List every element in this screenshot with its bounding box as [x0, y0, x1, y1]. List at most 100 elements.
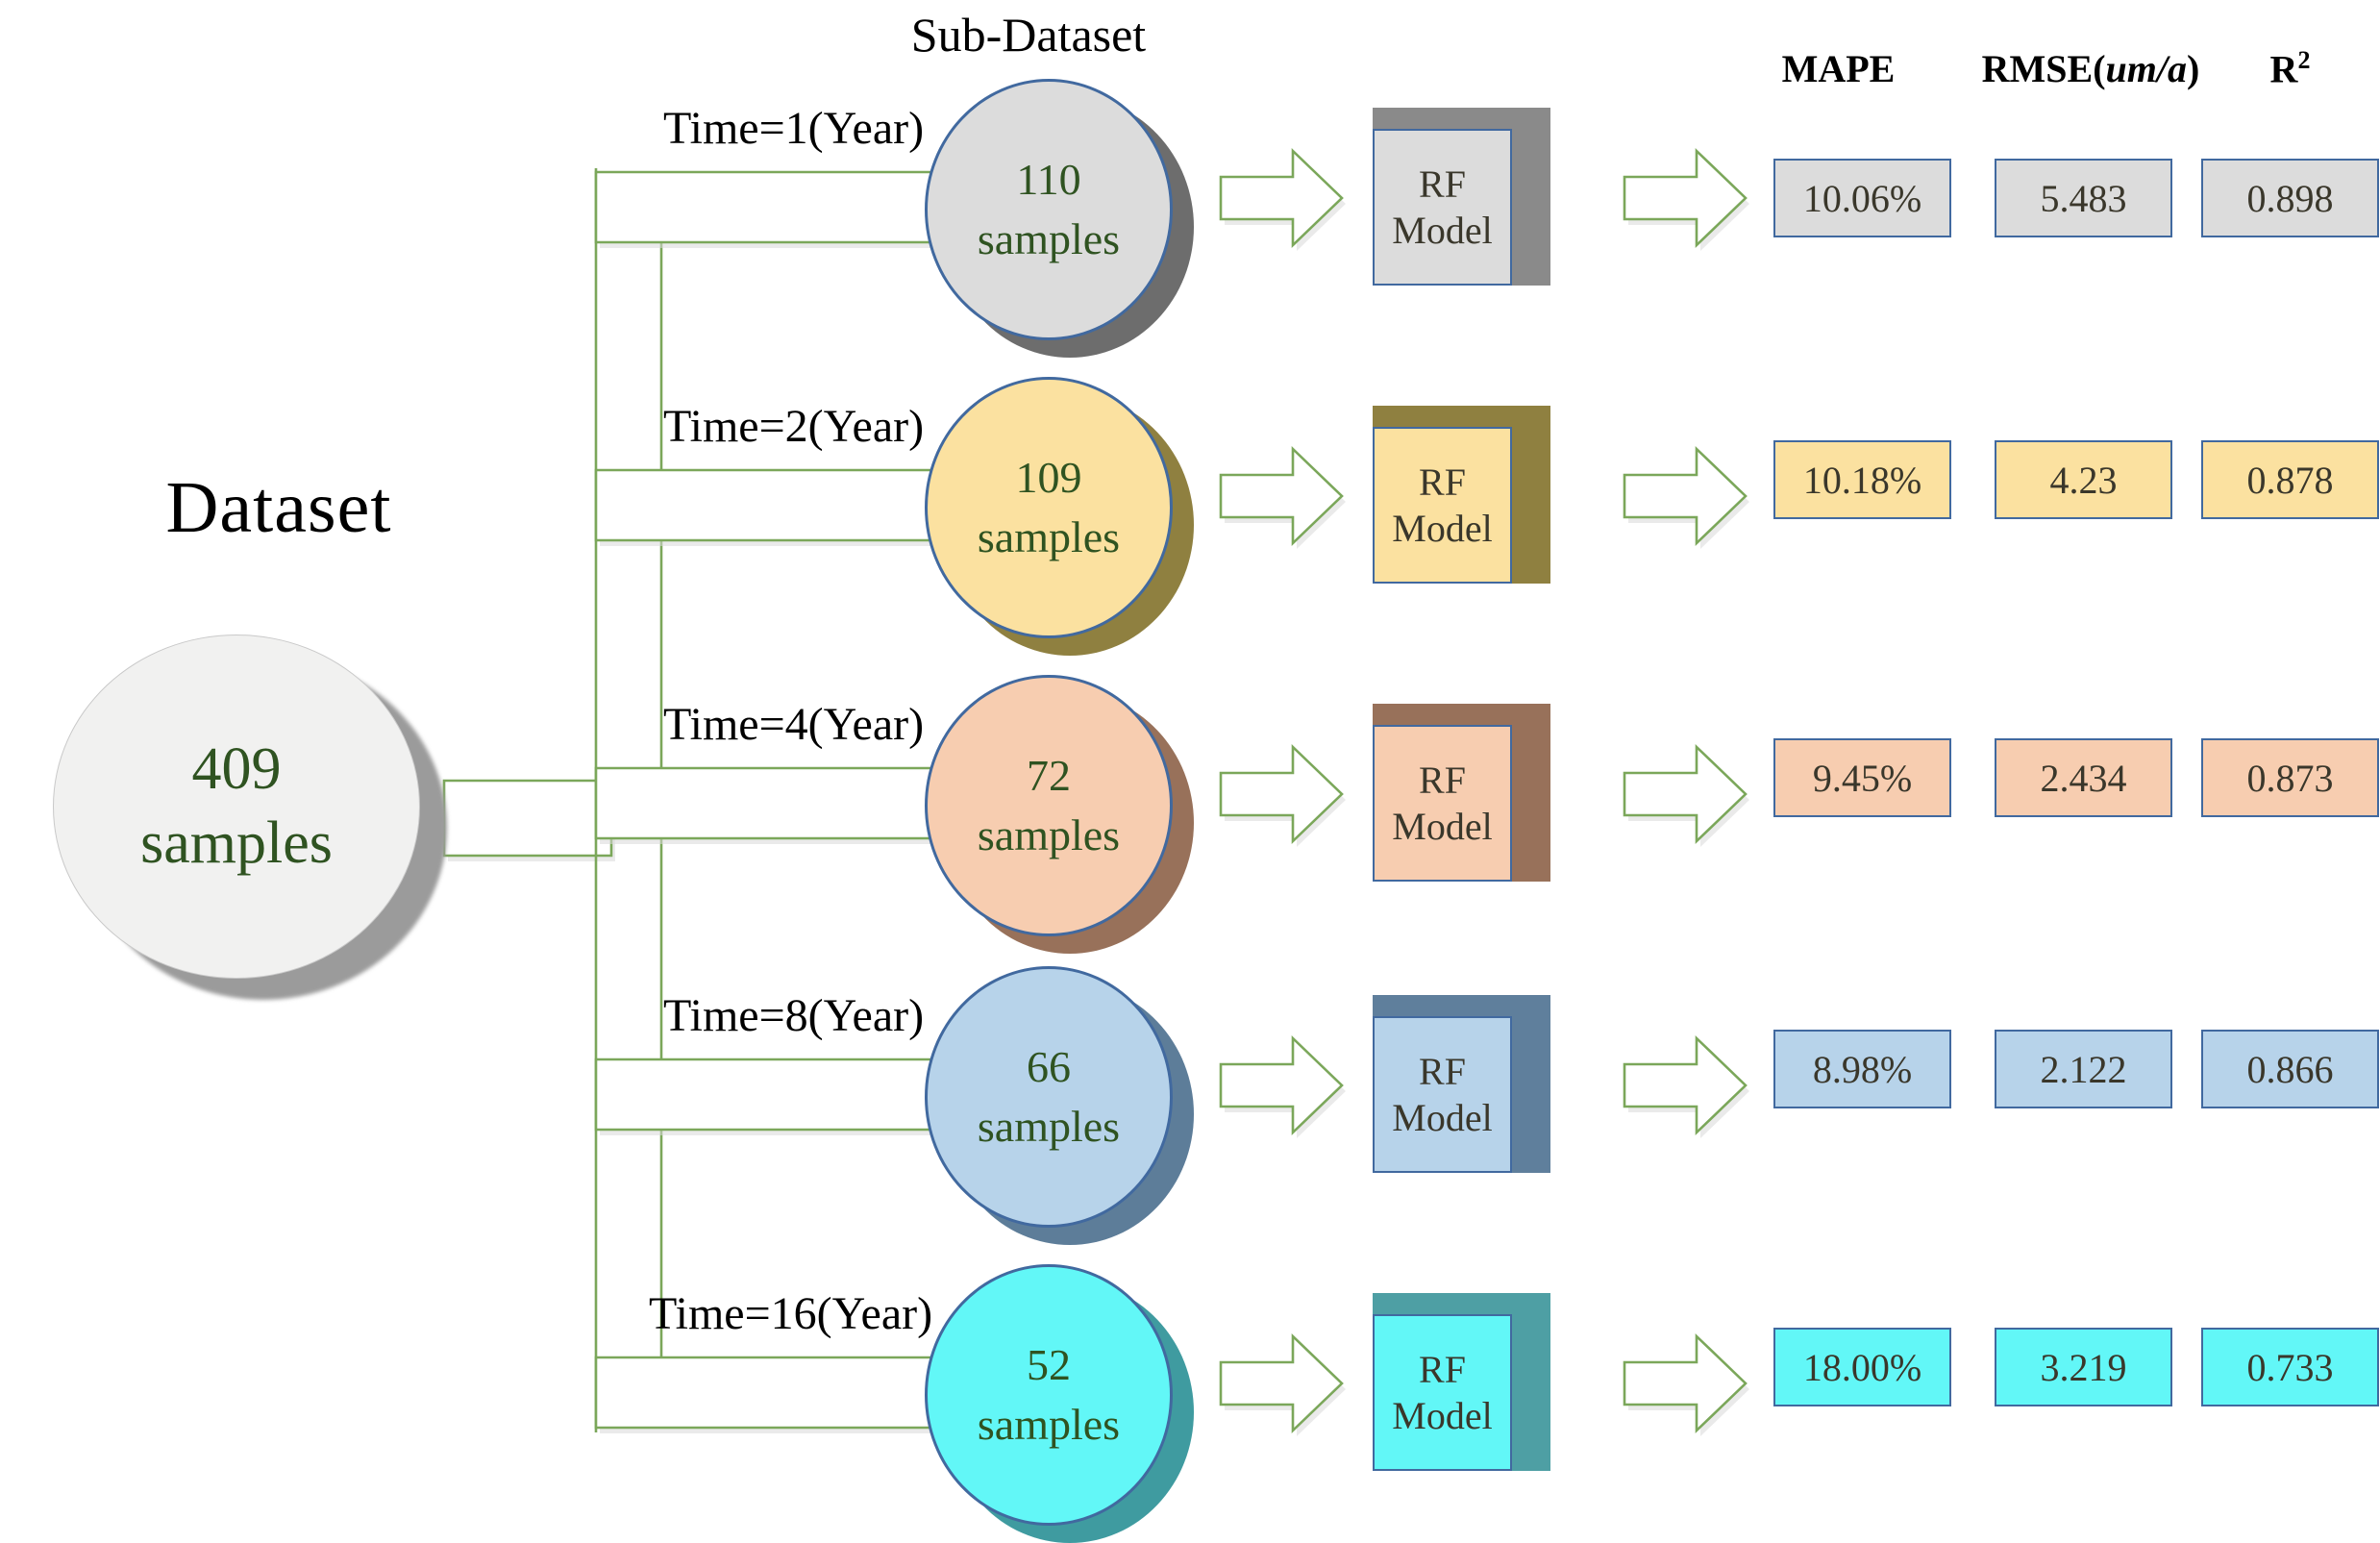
rf-label-line1-row-1: RF	[1419, 162, 1466, 207]
model-to-metrics-arrow-row-1	[1623, 147, 1749, 251]
circle-to-model-arrow-row-2	[1219, 445, 1346, 549]
metric-r2-row-5: 0.733	[2201, 1328, 2379, 1406]
cube-front-row-5: RF Model	[1373, 1314, 1512, 1471]
metric-r2-row-3: 0.873	[2201, 738, 2379, 817]
time-label-row-1: Time=1(Year)	[663, 103, 925, 154]
rf-label-line1-row-2: RF	[1419, 460, 1466, 505]
metric-r2-value-row-2: 0.878	[2246, 458, 2334, 502]
sub-sample-unit-row-4: samples	[977, 1102, 1121, 1151]
time-label-row-3: Time=4(Year)	[663, 699, 925, 750]
sub-sample-unit-row-5: samples	[977, 1400, 1121, 1449]
metric-r2-row-2: 0.878	[2201, 440, 2379, 519]
metric-rmse-value-row-1: 5.483	[2040, 176, 2127, 220]
page-title-sub-dataset: Sub-Dataset	[910, 8, 1147, 62]
rf-model-cube-row-3: RF Model	[1373, 704, 1550, 882]
time-label-row-2: Time=2(Year)	[663, 401, 925, 452]
sub-sample-count-row-5: 52	[1027, 1339, 1071, 1389]
metric-rmse-value-row-2: 4.23	[2049, 458, 2118, 502]
sub-dataset-node-row-5: 52 samples	[925, 1264, 1194, 1543]
rf-label-line2-row-3: Model	[1392, 804, 1493, 848]
model-to-metrics-arrow-row-5	[1623, 1332, 1749, 1436]
sub-node-circle-row-4: 66 samples	[925, 966, 1173, 1228]
sub-sample-count-row-3: 72	[1027, 750, 1071, 800]
model-to-metrics-arrow-row-2	[1623, 445, 1749, 549]
model-to-metrics-arrow-row-3	[1623, 743, 1749, 847]
rf-model-cube-row-2: RF Model	[1373, 406, 1550, 584]
metric-mape-row-2: 10.18%	[1773, 440, 1951, 519]
sub-dataset-node-row-2: 109 samples	[925, 377, 1194, 656]
rf-model-cube-row-5: RF Model	[1373, 1293, 1550, 1471]
source-sample-count: 409	[191, 736, 282, 803]
metric-r2-value-row-5: 0.733	[2246, 1345, 2334, 1389]
metric-r2-row-4: 0.866	[2201, 1030, 2379, 1108]
metric-mape-value-row-1: 10.06%	[1802, 176, 1922, 220]
circle-to-model-arrow-row-5	[1219, 1332, 1346, 1436]
metric-rmse-value-row-3: 2.434	[2040, 756, 2127, 800]
model-to-metrics-arrow-row-4	[1623, 1034, 1749, 1138]
column-header-mape: MAPE	[1781, 47, 1896, 90]
rf-label-line1-row-5: RF	[1419, 1348, 1466, 1392]
metric-mape-row-5: 18.00%	[1773, 1328, 1951, 1406]
cube-top-row-2	[1373, 406, 1550, 427]
source-sample-unit: samples	[140, 810, 333, 876]
branch-arrow-row-2	[594, 436, 1025, 577]
cube-side-row-4	[1512, 995, 1550, 1173]
circle-to-model-arrow-row-4	[1219, 1034, 1346, 1138]
circle-to-model-arrow-row-1	[1219, 147, 1346, 251]
branch-arrow-row-5	[594, 1323, 1025, 1464]
cube-front-row-1: RF Model	[1373, 129, 1512, 286]
rf-label-line2-row-2: Model	[1392, 506, 1493, 550]
sub-dataset-node-row-3: 72 samples	[925, 675, 1194, 954]
metric-mape-value-row-2: 10.18%	[1802, 458, 1922, 502]
metric-rmse-value-row-4: 2.122	[2040, 1047, 2127, 1091]
cube-top-row-4	[1373, 995, 1550, 1016]
cube-top-row-5	[1373, 1293, 1550, 1314]
metric-r2-row-1: 0.898	[2201, 159, 2379, 237]
metric-rmse-row-5: 3.219	[1995, 1328, 2172, 1406]
page-title-dataset: Dataset	[165, 467, 392, 548]
rf-label-line2-row-1: Model	[1392, 208, 1493, 252]
column-header-rmse: RMSE(um/a)	[1956, 46, 2225, 91]
metric-mape-row-3: 9.45%	[1773, 738, 1951, 817]
metric-mape-value-row-4: 8.98%	[1812, 1047, 1913, 1091]
metric-rmse-row-3: 2.434	[1995, 738, 2172, 817]
metric-rmse-value-row-5: 3.219	[2040, 1345, 2127, 1389]
r2-exponent: 2	[2297, 46, 2311, 74]
rf-label-line1-row-3: RF	[1419, 759, 1466, 803]
sub-sample-count-row-2: 109	[1015, 452, 1082, 502]
r2-base: R	[2269, 47, 2298, 91]
rmse-suffix: )	[2187, 47, 2200, 90]
sub-sample-unit-row-2: samples	[977, 512, 1121, 561]
cube-top-row-3	[1373, 704, 1550, 725]
metric-mape-value-row-3: 9.45%	[1812, 756, 1913, 800]
rf-label-line2-row-5: Model	[1392, 1393, 1493, 1437]
time-label-row-4: Time=8(Year)	[663, 990, 925, 1041]
time-label-row-5: Time=16(Year)	[649, 1288, 933, 1339]
sub-node-circle-row-2: 109 samples	[925, 377, 1173, 638]
cube-front-row-3: RF Model	[1373, 725, 1512, 882]
source-node-circle: 409 samples	[53, 635, 420, 979]
rf-model-cube-row-4: RF Model	[1373, 995, 1550, 1173]
metric-r2-value-row-3: 0.873	[2246, 756, 2334, 800]
cube-side-row-2	[1512, 406, 1550, 584]
sub-sample-count-row-4: 66	[1027, 1041, 1071, 1091]
cube-side-row-3	[1512, 704, 1550, 882]
sub-sample-unit-row-3: samples	[977, 810, 1121, 859]
sub-node-circle-row-3: 72 samples	[925, 675, 1173, 936]
circle-to-model-arrow-row-3	[1219, 743, 1346, 847]
sub-dataset-node-row-1: 110 samples	[925, 79, 1194, 358]
rmse-prefix: RMSE(	[1981, 47, 2106, 90]
sub-node-circle-row-1: 110 samples	[925, 79, 1173, 340]
column-header-r2: R2	[2201, 46, 2379, 91]
metric-mape-value-row-5: 18.00%	[1802, 1345, 1922, 1389]
main-trunk-arrow	[442, 779, 615, 861]
sub-node-circle-row-5: 52 samples	[925, 1264, 1173, 1526]
rf-label-line1-row-4: RF	[1419, 1050, 1466, 1094]
rmse-unit: um/a	[2105, 47, 2188, 90]
metric-rmse-row-1: 5.483	[1995, 159, 2172, 237]
metric-rmse-row-4: 2.122	[1995, 1030, 2172, 1108]
source-dataset-node: 409 samples	[53, 635, 447, 1000]
sub-dataset-node-row-4: 66 samples	[925, 966, 1194, 1245]
cube-side-row-5	[1512, 1293, 1550, 1471]
